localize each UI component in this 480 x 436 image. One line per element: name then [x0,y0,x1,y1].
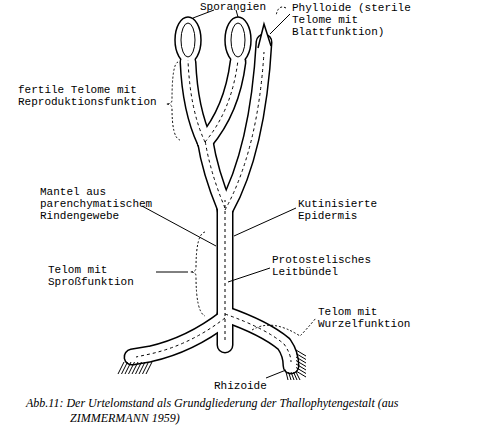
root-telome-label: Telom mit Wurzelfunktion [318,306,417,330]
shoot-telome-label: Telom mit Sproßfunktion [48,264,160,288]
rhizoid-hair [286,372,288,380]
rhizoid-label: Rhizoide [214,380,280,392]
rhizoid-hair [296,350,306,356]
vascular-bundle-label: Protostelisches Leitbündel [272,254,378,278]
rhizoid-hair [146,362,152,374]
rhizoid-hair [289,372,292,380]
fertile-telome-label: fertile Telome mit Reproduktionsfunktion [18,84,163,108]
rhizoid-hair [143,362,149,374]
rhizoid-hair [296,368,306,374]
rhizoid-hair [296,361,306,367]
rhizoid-hair [139,362,145,374]
rhizoid-hair [296,364,306,370]
sporangia-label: Sporangien [200,1,279,13]
phylloid-label: Phylloide (sterile Telome mit Blattfunkt… [292,2,411,38]
rhizoid-hair [118,362,124,374]
rhizoid-hair [122,362,128,374]
rhizoid-hair [132,362,138,374]
rhizoid-hair [296,357,306,363]
rhizoid-hair [136,362,142,374]
rhizoid-hair [129,362,135,374]
rhizoid-hair [296,372,300,380]
epidermis-label: Kutinisierte Epidermis [298,198,390,222]
rhizoid-hair [125,362,131,374]
figure-caption: Abb.11: Der Urtelomstand als Grundgliede… [26,396,466,426]
rhizoid-hair [296,354,306,360]
cortex-label: Mantel aus parenchymatischem Rindengeweb… [40,186,159,222]
